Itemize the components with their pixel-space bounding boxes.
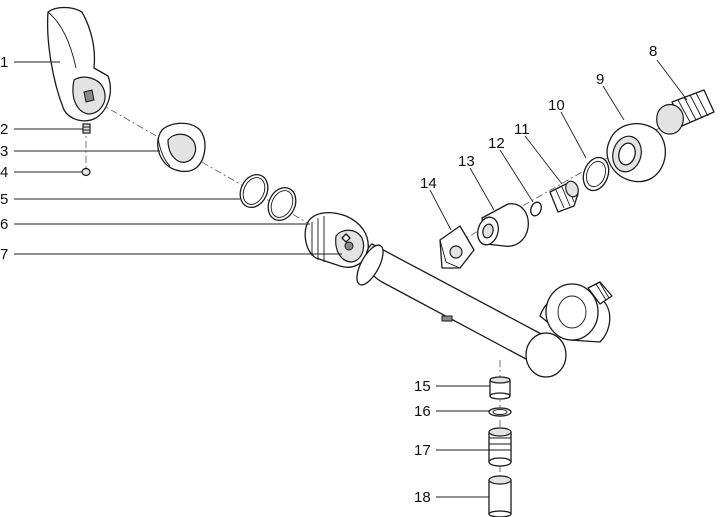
- callout-18: 18: [414, 489, 431, 506]
- callout-9: 9: [596, 71, 604, 88]
- part-17-threaded-insert: [488, 427, 512, 467]
- part-3-escutcheon-cap: [157, 122, 206, 173]
- part-15-nipple: [489, 376, 511, 400]
- callout-17: 17: [414, 442, 431, 459]
- part-4-washer: [81, 167, 91, 177]
- callout-15: 15: [414, 378, 431, 395]
- callout-11: 11: [514, 121, 530, 138]
- part-9-escutcheon-ring: [606, 123, 666, 183]
- part-10-o-ring: [582, 156, 610, 192]
- leader-14: [429, 189, 452, 231]
- callout-13: 13: [458, 153, 475, 170]
- leader-12: [499, 149, 534, 203]
- callout-7: 7: [0, 246, 8, 263]
- leader-11: [524, 135, 563, 185]
- leader-13: [469, 167, 495, 211]
- callout-10: 10: [548, 97, 565, 114]
- part-12-seal: [530, 201, 542, 217]
- part-5-o-rings: [239, 173, 297, 222]
- callout-5: 5: [0, 191, 8, 208]
- callout-2: 2: [0, 121, 8, 138]
- callout-12: 12: [488, 135, 505, 152]
- part-2-grub-screw: [82, 123, 91, 134]
- part-14-clip: [439, 225, 475, 269]
- part-18-outlet-sleeve: [488, 475, 512, 517]
- leader-10: [560, 111, 587, 159]
- callout-8: 8: [649, 43, 657, 60]
- callout-6: 6: [0, 216, 8, 233]
- callout-labels: 1 2 3 4 5 6 7 8 9 10 11 12 13 14 15 16 1…: [0, 43, 657, 506]
- part-13-sleeve: [477, 203, 529, 247]
- callout-14: 14: [420, 175, 437, 192]
- mixer-body: [356, 243, 613, 378]
- leader-8: [656, 59, 688, 101]
- part-1-lever-handle: [47, 6, 111, 122]
- leader-lines: [14, 59, 688, 498]
- part-11-check-valve: [549, 180, 579, 213]
- part-8-union-connector: [656, 89, 715, 135]
- leader-9: [602, 85, 625, 121]
- callout-4: 4: [0, 164, 8, 181]
- callout-3: 3: [0, 143, 8, 160]
- callout-16: 16: [414, 403, 431, 420]
- part-6-7-cartridge: [304, 211, 369, 268]
- part-16-o-ring: [488, 407, 512, 417]
- callout-1: 1: [0, 54, 8, 71]
